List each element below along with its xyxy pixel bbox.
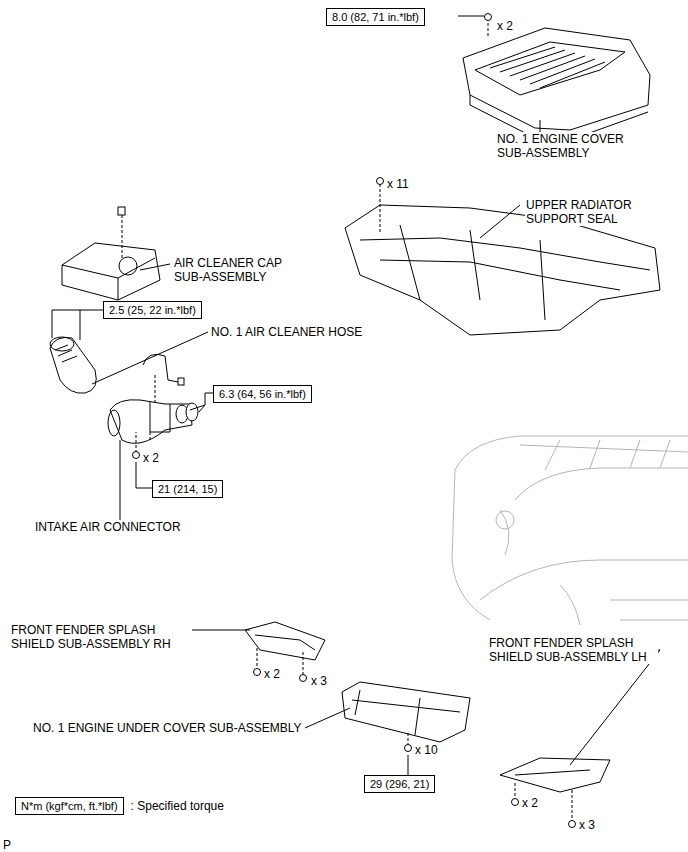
torque-box: 8.0 (82, 71 in.*lbf) bbox=[326, 8, 425, 26]
quantity-callout: x 10 bbox=[414, 743, 439, 757]
torque-value: 21 (214, 15) bbox=[158, 483, 217, 495]
part-name: INTAKE AIR CONNECTOR bbox=[34, 520, 182, 534]
torque-value: 29 (296, 21) bbox=[370, 778, 429, 790]
quantity-callout: x 2 bbox=[263, 667, 281, 681]
torque-value: 8.0 (82, 71 in.*lbf) bbox=[332, 11, 419, 23]
torque-box: 21 (214, 15) bbox=[152, 480, 223, 498]
quantity-callout: x 11 bbox=[386, 177, 410, 191]
torque-value: 2.5 (25, 22 in.*lbf) bbox=[109, 304, 196, 316]
quantity-callout: x 2 bbox=[496, 19, 514, 33]
part-name: NO. 1 ENGINE UNDER COVER SUB-ASSEMBLY bbox=[32, 721, 303, 735]
part-name: AIR CLEANER CAP SUB-ASSEMBLY bbox=[173, 256, 295, 284]
quantity-callout: x 2 bbox=[521, 796, 539, 810]
torque-box: 6.3 (64, 56 in.*lbf) bbox=[213, 385, 312, 403]
legend-torque-box: N*m (kgf*cm, ft.*lbf) bbox=[15, 797, 124, 815]
legend-text: : Specified torque bbox=[130, 799, 225, 813]
torque-box: 29 (296, 21) bbox=[364, 775, 435, 793]
figure-code: P bbox=[2, 838, 12, 852]
part-name: NO. 1 ENGINE COVER SUB-ASSEMBLY bbox=[496, 132, 633, 160]
quantity-callout: x 2 bbox=[142, 451, 160, 465]
torque-value: 6.3 (64, 56 in.*lbf) bbox=[219, 388, 306, 400]
part-name: FRONT FENDER SPLASH SHIELD SUB-ASSEMBLY … bbox=[488, 636, 658, 664]
quantity-callout: x 3 bbox=[310, 674, 328, 688]
part-name: UPPER RADIATOR SUPPORT SEAL bbox=[525, 198, 647, 226]
torque-box: 2.5 (25, 22 in.*lbf) bbox=[103, 301, 202, 319]
part-name: NO. 1 AIR CLEANER HOSE bbox=[210, 325, 363, 339]
part-name: FRONT FENDER SPLASH SHIELD SUB-ASSEMBLY … bbox=[10, 623, 172, 651]
quantity-callout: x 3 bbox=[578, 818, 596, 832]
torque-value: N*m (kgf*cm, ft.*lbf) bbox=[21, 800, 118, 812]
